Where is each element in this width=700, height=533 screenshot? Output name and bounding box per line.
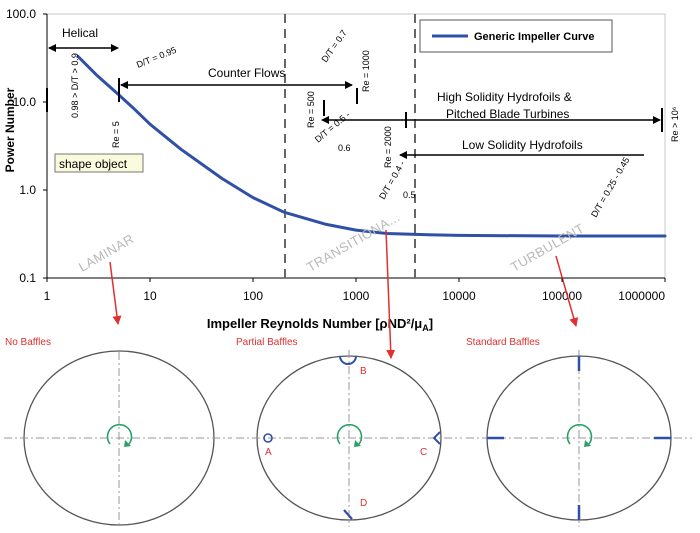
y-tick-label: 10.0 [13, 95, 37, 109]
y-tick-label: 100.0 [6, 7, 36, 21]
arrow-transitional-to-tank [385, 229, 396, 359]
x-axis-title: Impeller Reynolds Number [ρND²/μA] [207, 316, 433, 333]
baffle-b-icon [339, 355, 357, 365]
x-tick-label: 100 [243, 289, 263, 303]
x-tick-label: 1000000 [618, 289, 665, 303]
legend-entry: Generic Impeller Curve [474, 31, 594, 43]
annotation-ls-dt-line2: 0.5 [403, 190, 416, 200]
baffle-label-b: B [360, 366, 367, 377]
annotation-helical-dt: 0.98 > D/T > 0.9 [70, 53, 80, 118]
rotation-arrowhead-icon [124, 440, 131, 447]
shape-object-label: shape object [59, 157, 128, 171]
rotation-icon [336, 423, 363, 445]
tank-partial-baffles: A B C D [236, 350, 462, 527]
annotation-hs-hydrofoils-line1: High Solidity Hydrofoils & [437, 90, 572, 104]
x-tick-labels: 1 10 100 1000 10000 100000 1000000 [44, 289, 666, 303]
x-tick-label: 10 [143, 289, 157, 303]
arrow-laminar-to-tank [109, 261, 122, 325]
annotation-helical: Helical [62, 26, 98, 40]
annotation-hs-re-start: Re = 2000 [383, 126, 393, 168]
region-label-turbulent: TURBULENT [508, 220, 587, 274]
region-label-laminar: LAMINAR [76, 231, 137, 275]
x-tick-label: 1000 [343, 289, 370, 303]
annotation-counter-re-end: Re = 1000 [361, 50, 371, 92]
x-tick-label: 100000 [542, 289, 582, 303]
y-axis-title: Power Number [3, 87, 17, 172]
annotation-hs-hydrofoils-line2: Pitched Blade Turbines [446, 107, 569, 121]
rotation-arrowhead-icon [354, 440, 361, 447]
label-no-baffles: No Baffles [5, 337, 51, 348]
baffle-label-a: A [265, 447, 272, 458]
y-tick-labels: 0.1 1.0 10.0 100.0 [6, 7, 36, 285]
legend[interactable]: Generic Impeller Curve [419, 19, 613, 53]
baffle-label-d: D [360, 498, 367, 509]
annotation-turb-dt: D/T = 0.25 - 0.45 [589, 155, 631, 219]
annotation-counter-dt-end: D/T = 0.7 [319, 28, 348, 64]
rotation-arrowhead-icon [584, 440, 591, 447]
shape-object-box[interactable] [54, 153, 144, 173]
x-tick-label: 10000 [442, 289, 476, 303]
baffle-c-icon [432, 431, 441, 445]
annotation-hs-dt-line1: D/T = 0.5 - [313, 109, 352, 144]
annotation-counter-re-start: Re = 500 [306, 91, 316, 128]
annotation-hs-re-end: Re > 10⁶ [670, 106, 680, 142]
annotation-helical-re: Re = 5 [111, 121, 121, 148]
tank-standard-baffles [466, 350, 692, 527]
x-tick-label: 1 [44, 289, 51, 303]
annotation-counter-dt: D/T = 0.95 [135, 45, 178, 70]
label-partial-baffles: Partial Baffles [236, 337, 298, 348]
baffle-a-icon [263, 433, 273, 443]
label-standard-baffles: Standard Baffles [466, 337, 540, 348]
rotation-icon [106, 423, 133, 445]
arrow-turbulent-to-tank [555, 255, 579, 327]
annotation-counter-flows: Counter Flows [208, 66, 285, 80]
tank-no-baffles [4, 350, 232, 527]
y-tick-label: 1.0 [19, 183, 36, 197]
y-tick-label: 0.1 [19, 271, 36, 285]
series-line-generic-impeller-curve [76, 54, 667, 238]
tank-diagrams: No Baffles Partial Baffles Standard Baff… [4, 337, 692, 527]
annotation-hs-dt-line2: 0.6 [338, 143, 351, 153]
chart: 1 10 100 1000 10000 100000 1000000 0.1 1… [3, 7, 680, 359]
annotation-ls-hydrofoils: Low Solidity Hydrofoils [462, 138, 583, 152]
baffle-label-c: C [420, 447, 427, 458]
rotation-icon [566, 423, 593, 445]
baffle-d-icon [343, 509, 353, 520]
